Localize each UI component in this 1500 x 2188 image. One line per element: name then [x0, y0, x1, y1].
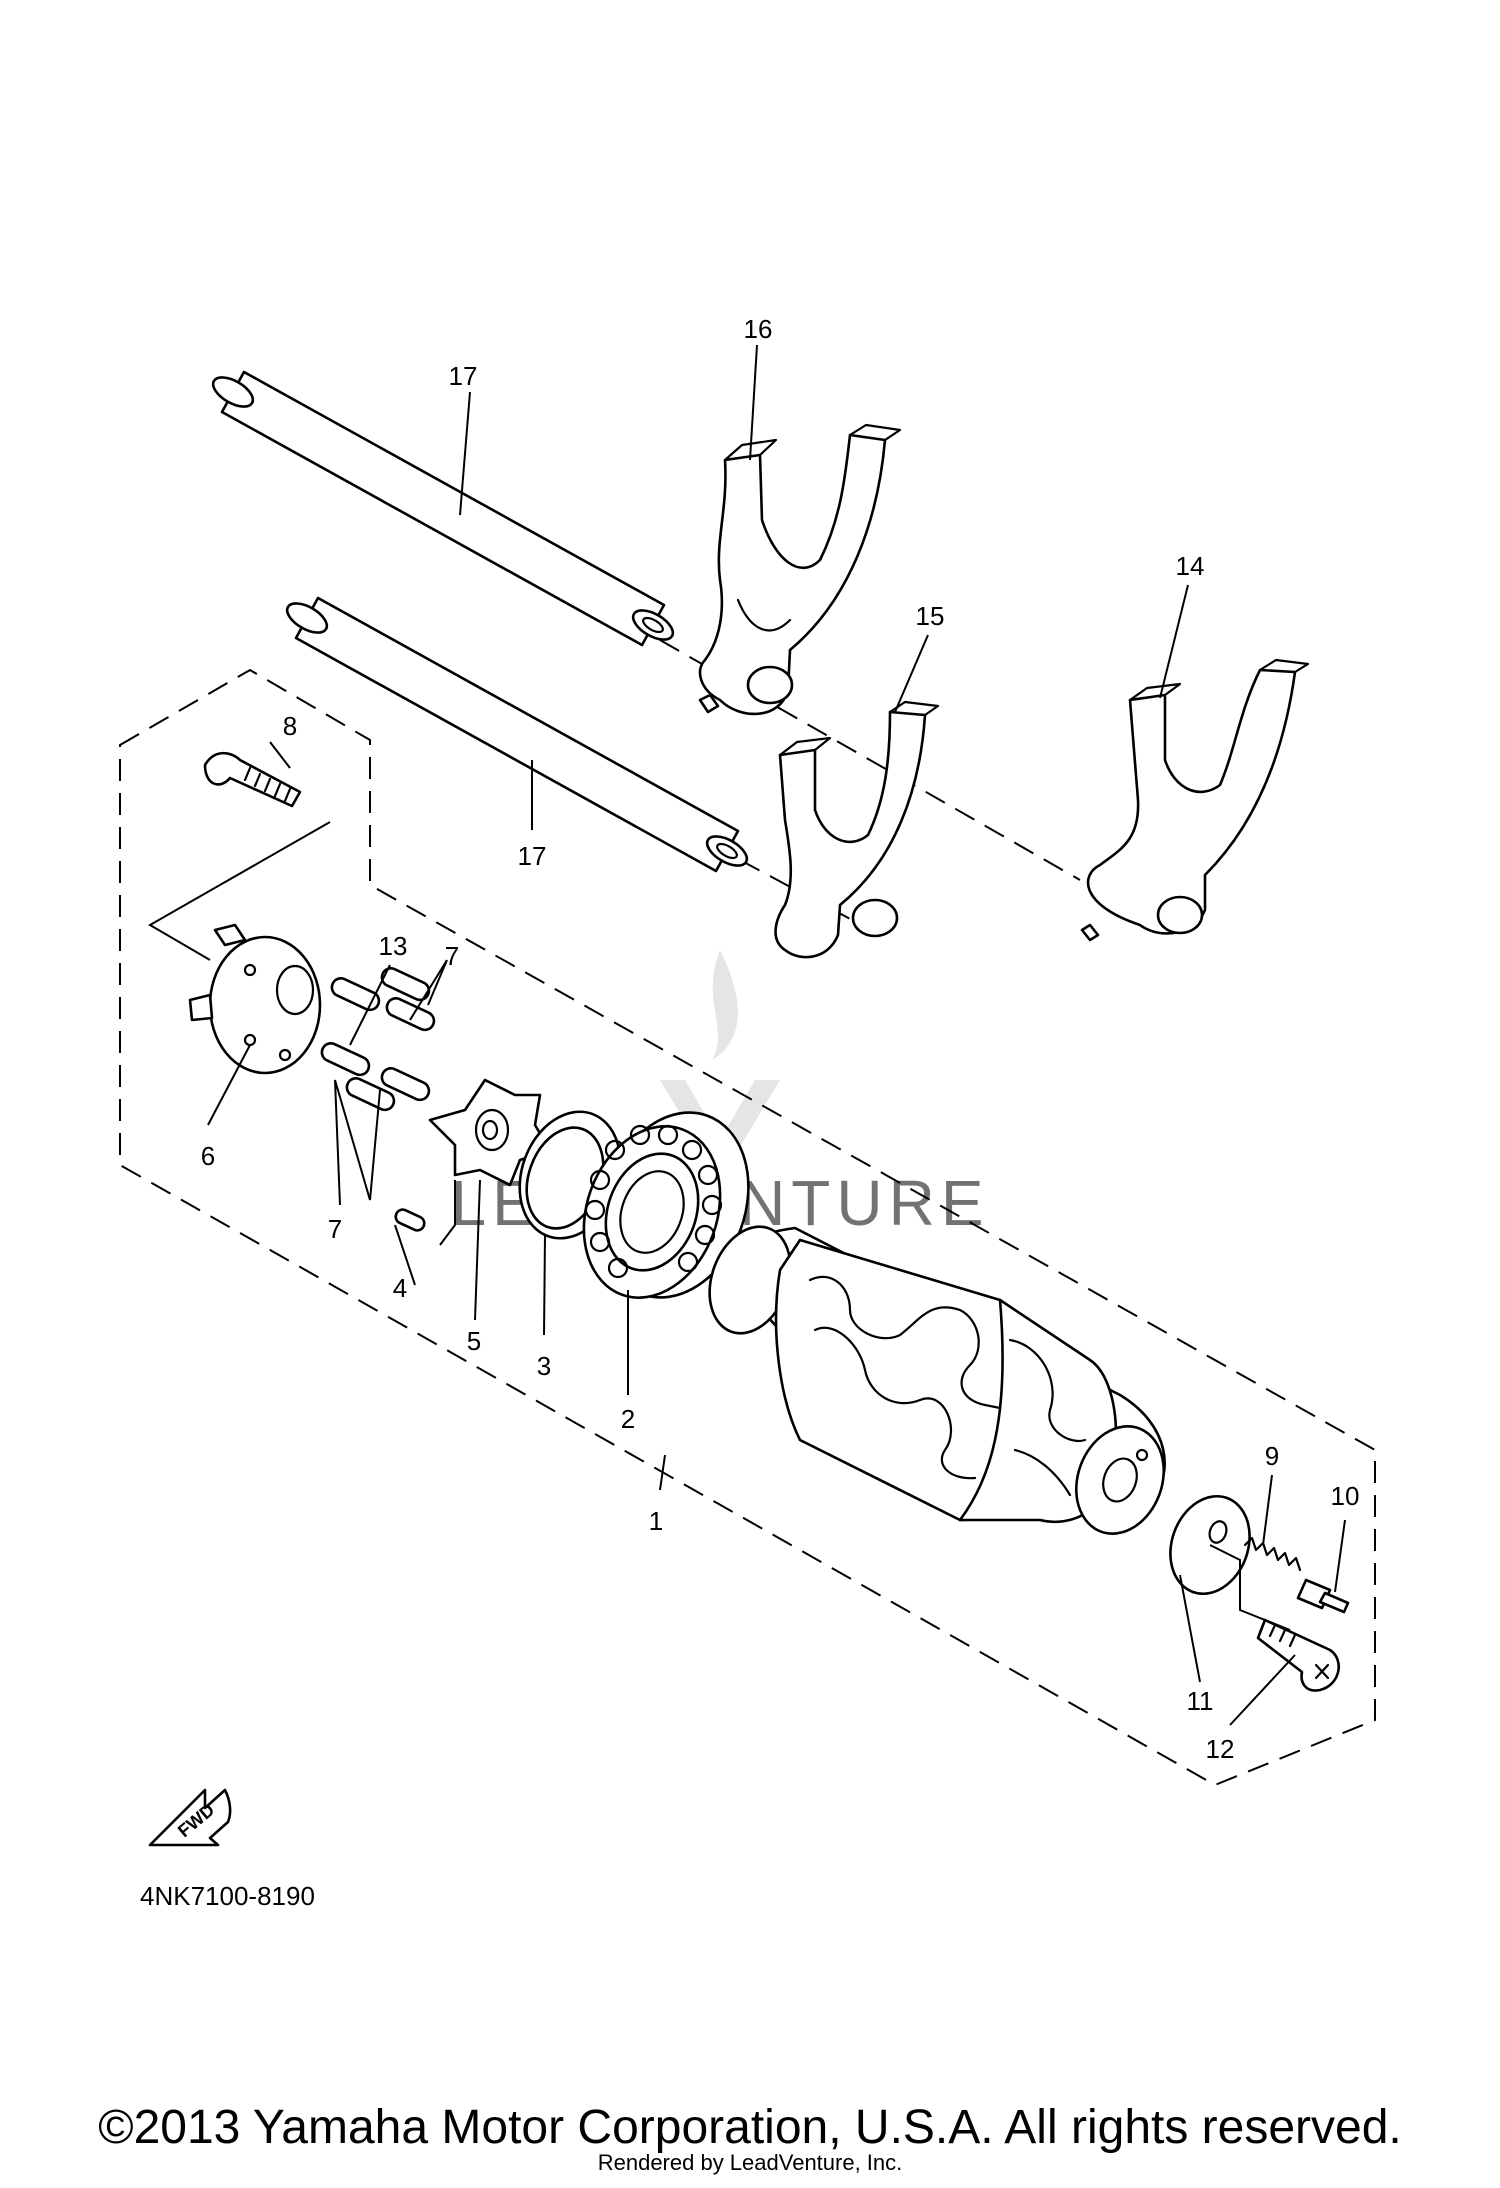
segment-6: [188, 923, 322, 1075]
callout-4: 4: [393, 1273, 407, 1303]
screw-8: [203, 751, 302, 808]
callout-13: 13: [379, 931, 408, 961]
shift-fork-14: [1080, 658, 1310, 942]
dowel-pins-7: [320, 967, 436, 1112]
fwd-arrow-icon: FWD: [148, 1788, 232, 1847]
callout-2: 2: [621, 1404, 635, 1434]
callout-7-lower: 7: [328, 1214, 342, 1244]
callout-9: 9: [1265, 1441, 1279, 1471]
detent-pin-10: [1296, 1578, 1350, 1614]
shift-fork-15: [774, 700, 940, 959]
pin-4: [394, 1208, 426, 1232]
bearing-2: [582, 1111, 750, 1299]
callout-8: 8: [283, 711, 297, 741]
callout-17-lower: 17: [518, 841, 547, 871]
leader-8-bracket: [148, 821, 331, 961]
callout-15: 15: [916, 601, 945, 631]
callout-3: 3: [537, 1351, 551, 1381]
screw-12: [1256, 1618, 1340, 1692]
callout-12: 12: [1206, 1734, 1235, 1764]
callout-5: 5: [467, 1326, 481, 1356]
callout-14: 14: [1176, 551, 1205, 581]
callout-10: 10: [1331, 1481, 1360, 1511]
callout-16: 16: [744, 314, 773, 344]
rendered-by-notice: Rendered by LeadVenture, Inc.: [597, 2150, 903, 2175]
shift-cam-plate-5: [428, 1078, 552, 1187]
shift-fork-guide-bar-upper: [211, 370, 675, 647]
assembly-outline: [119, 668, 1376, 1787]
callout-17-upper: 17: [449, 361, 478, 391]
callout-1: 1: [649, 1506, 663, 1536]
spring-9: [1243, 1536, 1302, 1572]
shift-fork-16: [698, 423, 902, 716]
shift-drum-1: [708, 1225, 1166, 1535]
leader-lines: [207, 344, 1346, 1726]
callout-7-upper: 7: [445, 941, 459, 971]
copyright-notice: ©2013 Yamaha Motor Corporation, U.S.A. A…: [98, 2101, 1402, 2154]
callout-6: 6: [201, 1141, 215, 1171]
diagram-code: 4NK7100-8190: [140, 1881, 315, 1911]
shift-fork-guide-bar-lower: [285, 596, 749, 873]
callout-11: 11: [1187, 1686, 1214, 1716]
